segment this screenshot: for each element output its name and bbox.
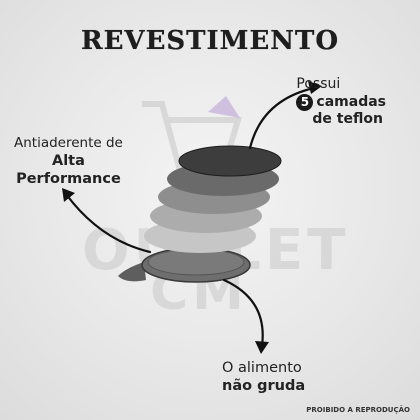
cart-box-icon bbox=[208, 96, 240, 118]
layer-1 bbox=[178, 145, 282, 177]
arrow-head-icon bbox=[308, 81, 322, 94]
pan-base bbox=[118, 247, 251, 283]
arrow-head-icon bbox=[62, 188, 75, 202]
callout-nonstick: Antiaderente de Alta Performance bbox=[14, 135, 123, 188]
curved-arrow-icon bbox=[64, 192, 152, 254]
curved-arrow-icon bbox=[222, 278, 264, 348]
arrow-head-icon bbox=[255, 341, 269, 354]
callout-layers: Possui 5 camadas de teflon bbox=[296, 76, 386, 129]
callout-layers-line2-row: 5 camadas bbox=[296, 94, 386, 112]
page-title: REVESTIMENTO bbox=[80, 26, 340, 56]
footer-notice: PROIBIDO A REPRODUÇÃO bbox=[306, 406, 410, 414]
callout-nonstick-line1: Antiaderente de bbox=[14, 135, 123, 151]
callout-layers-line3: de teflon bbox=[312, 111, 383, 127]
layer-count-badge: 5 bbox=[296, 93, 314, 111]
callout-layers-line2: camadas bbox=[316, 93, 386, 110]
callout-layers-line1: Possui bbox=[296, 76, 341, 92]
curved-arrow-icon bbox=[248, 86, 316, 150]
callout-food-line2: não gruda bbox=[222, 378, 306, 395]
callout-food: O alimento não gruda bbox=[222, 359, 305, 395]
callout-food-line1: O alimento bbox=[222, 360, 302, 376]
callout-nonstick-line3: Performance bbox=[16, 171, 121, 187]
callout-nonstick-line2: Alta bbox=[51, 152, 85, 169]
